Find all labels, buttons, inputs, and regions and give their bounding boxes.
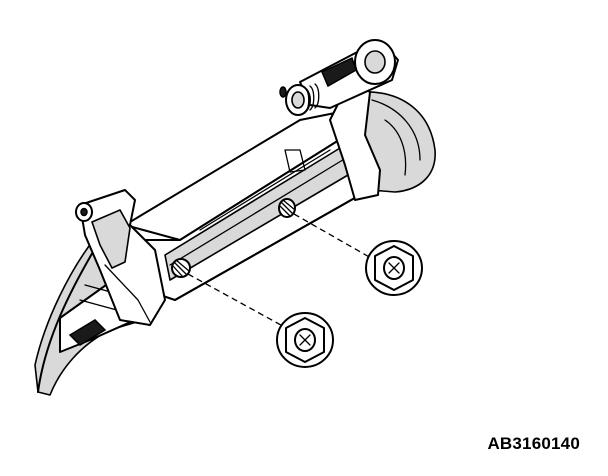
hex-nut-upper [365, 240, 423, 296]
install-guide-lines [187, 213, 379, 331]
figure-id-label: AB3160140 [487, 434, 580, 453]
stud-upper [278, 198, 296, 218]
stud-lower [171, 258, 191, 278]
coil-spring [279, 83, 320, 116]
left-arm [75, 189, 166, 326]
hex-nut-lower [276, 312, 334, 368]
